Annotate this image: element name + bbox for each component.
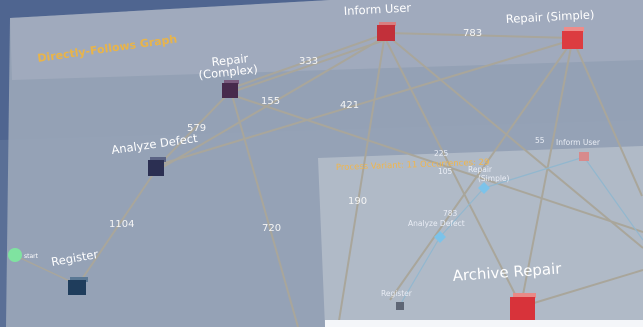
variant-node-inform[interactable] [579, 152, 589, 161]
analyze-cube [148, 160, 164, 176]
edge-repair-complex-inform-lower [231, 39, 386, 93]
edge-repair-simple-down [573, 41, 643, 197]
edge-inform-right [387, 35, 643, 249]
edge-register-analyze [77, 169, 157, 286]
edge-start-register [15, 255, 77, 285]
edge-label-inform-repair-simple: 783 [463, 28, 482, 39]
repair-complex-cube [222, 83, 238, 98]
register-cube [68, 280, 86, 295]
edge-label-analyze-repair-complex: 579 [187, 123, 206, 134]
node-archive-repair[interactable] [510, 293, 536, 321]
edge-label-repair-inform-b: 155 [261, 96, 280, 107]
edge-inform-repair-simple [387, 32, 573, 39]
label-repair-complex-2: (Complex) [198, 62, 259, 82]
edge-inform-down [337, 39, 385, 327]
analyze-cube-top [150, 157, 166, 162]
edge-repair-complex-down [231, 94, 299, 327]
edge-label-inform-down: 190 [348, 196, 367, 207]
edge-repair-simple-left [389, 43, 571, 301]
edge-analyze-repair-simple [157, 39, 573, 166]
archive-cube-top [513, 293, 536, 298]
variant-edges [399, 156, 643, 306]
repair-simple-cube [562, 31, 583, 49]
edges [15, 32, 643, 327]
variant-edge-3 [483, 156, 585, 189]
archive-cube [510, 297, 535, 321]
variant-edge-label-3: 55 [535, 136, 545, 145]
floor-slab [325, 320, 643, 327]
variant-edge-2 [439, 187, 485, 238]
start-marker[interactable] [8, 248, 22, 262]
variant-panel [318, 146, 643, 327]
variant-edge-label-0: 105 [438, 167, 453, 176]
node-inform-user[interactable] [377, 22, 396, 41]
edge-analyze-inform [157, 37, 384, 171]
variant-label-repair-2: (Simple) [478, 174, 510, 183]
main-panel-highlight [10, 0, 643, 80]
edge-label-repair-inform-a: 333 [299, 56, 318, 67]
edge-archive-right [523, 269, 643, 307]
variant-node-repair[interactable] [478, 182, 490, 194]
label-inform-user: Inform User [343, 0, 411, 18]
edge-label-analyze-repair-simple: 421 [340, 100, 359, 111]
edge-repair-complex-right [231, 94, 643, 233]
variant-label-repair-1: Repair [468, 165, 493, 174]
variant-label-inform: Inform User [556, 138, 601, 147]
edge-label-register-analyze: 1104 [109, 219, 134, 230]
start-label: start [24, 253, 39, 260]
variant-edge-label-2: 783 [443, 209, 458, 218]
edge-repair-simple-archive [521, 41, 573, 301]
inform-cube [377, 25, 395, 41]
edge-analyze-repair-complex [155, 91, 231, 169]
variant-label-analyze: Analyze Defect [408, 219, 465, 228]
variant-edge-label-1: 225 [434, 149, 449, 158]
repair-simple-cube-top [564, 27, 584, 32]
node-analyze-defect[interactable] [148, 157, 166, 176]
variant-edge-1 [399, 236, 441, 306]
node-repair-simple[interactable] [562, 27, 584, 49]
variant-node-analyze[interactable] [434, 231, 446, 243]
repair-complex-cube-top [224, 80, 239, 84]
edge-inform-archive [385, 39, 519, 301]
variant-edge-4 [583, 156, 643, 241]
label-repair-simple: Repair (Simple) [505, 7, 594, 26]
label-repair-complex-1: Repair [211, 51, 249, 69]
variant-node-register[interactable] [396, 302, 404, 310]
variant-label-register: Register [381, 289, 413, 298]
edge-label-repair-complex-down: 720 [262, 223, 281, 234]
register-cube-top [70, 277, 88, 282]
edge-repair-complex-inform-top [231, 33, 386, 89]
node-repair-complex[interactable] [222, 80, 239, 98]
node-register[interactable] [68, 277, 88, 295]
inform-cube-top [379, 22, 396, 26]
